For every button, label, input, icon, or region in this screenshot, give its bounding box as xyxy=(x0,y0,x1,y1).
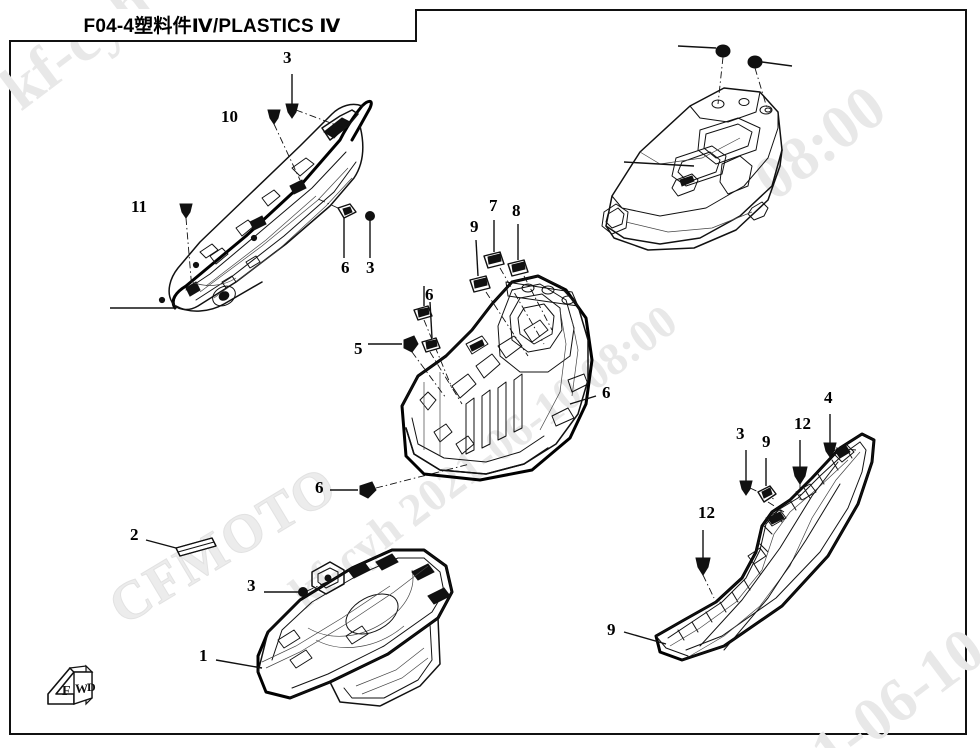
fastener-screw-3d xyxy=(739,450,777,501)
part-trim-strip xyxy=(145,537,217,557)
part-rear-fender-inner xyxy=(256,548,454,707)
fastener-screw-3c xyxy=(365,211,375,258)
callout-1: 1 xyxy=(199,646,208,665)
fastener-clipnut-4b xyxy=(330,463,471,499)
diagram-title: F04-4塑料件Ⅳ/PLASTICS Ⅳ xyxy=(83,16,341,37)
callout-9d: 12 xyxy=(698,503,715,522)
callout-6d: 8 xyxy=(512,201,521,220)
fastener-screw-3e xyxy=(823,414,857,458)
callout-6e: 9 xyxy=(762,432,771,451)
svg-text:D: D xyxy=(87,680,96,694)
fastener-rivet-9b xyxy=(179,203,193,291)
callout-7: 9 xyxy=(470,217,479,236)
fastener-screw-3a xyxy=(264,577,337,597)
part-side-cover-rh xyxy=(654,432,876,662)
callout-3a: 3 xyxy=(247,576,256,595)
fastener-clip-6f xyxy=(421,301,463,405)
callout-2: 2 xyxy=(130,525,139,544)
fastener-clip-6d xyxy=(507,224,553,331)
fastener-clip-7 xyxy=(469,239,529,357)
fastener-clip-6c xyxy=(483,220,545,345)
leader-lines xyxy=(110,161,695,669)
part-side-cover-lh xyxy=(158,99,373,312)
callout-6b: 6 xyxy=(425,285,434,304)
drawing-frame xyxy=(9,9,967,735)
callout-6a: 6 xyxy=(341,258,350,277)
callout-3e: 4 xyxy=(824,388,833,407)
fastener-rivet-9d xyxy=(695,530,715,599)
part-seat-base xyxy=(601,87,783,251)
callout-6c: 7 xyxy=(489,196,498,215)
fwd-direction-marker: F W D xyxy=(47,664,96,706)
part-battery-tray xyxy=(400,274,594,482)
callout-8: 9 xyxy=(607,620,616,639)
diagram-title-box: F04-4塑料件Ⅳ/PLASTICS Ⅳ xyxy=(9,9,417,42)
callout-9b: 11 xyxy=(131,197,148,216)
callout-3c: 3 xyxy=(366,258,375,277)
fastener-rivet-9c xyxy=(792,440,808,500)
fastener-screw-3b xyxy=(285,74,345,129)
callout-5: 6 xyxy=(602,383,611,402)
fastener-clipnut-4a xyxy=(368,335,447,399)
callout-9a: 10 xyxy=(221,107,238,126)
callout-9c: 12 xyxy=(794,414,811,433)
callout-4a: 5 xyxy=(354,339,363,358)
fastener-bolt-12b xyxy=(747,55,793,109)
fastener-clip-6a xyxy=(315,197,357,258)
callout-3b: 3 xyxy=(283,48,292,67)
callout-4b: 6 xyxy=(315,478,324,497)
svg-text:W: W xyxy=(75,681,88,696)
fastener-clip-6b xyxy=(413,286,453,389)
fastener-rivet-9a xyxy=(267,109,301,181)
fastener-clip-6e xyxy=(757,458,785,513)
callout-3d: 3 xyxy=(736,424,745,443)
svg-text:F: F xyxy=(62,684,71,699)
fastener-bolt-12a xyxy=(677,44,731,105)
